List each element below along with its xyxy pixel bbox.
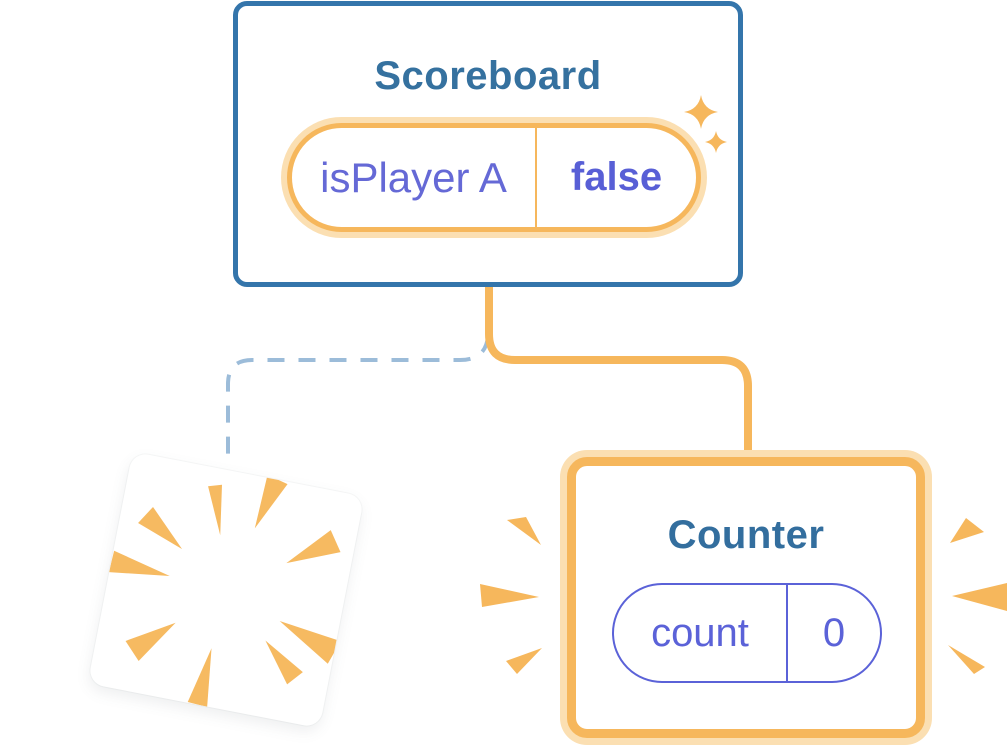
burst-ray [208, 484, 222, 536]
destroyed-component-card [87, 451, 365, 729]
burst-ray [286, 530, 341, 564]
burst-ray [187, 648, 212, 707]
state-value: 0 [822, 610, 846, 655]
counter-title: Counter [667, 513, 825, 557]
burst-ray [279, 621, 341, 664]
burst-ray [125, 622, 176, 662]
scoreboard-card: Scoreboard isPlayer A false [233, 1, 743, 287]
state-key: isPlayer A [320, 153, 507, 201]
dashed-connector-line [226, 335, 490, 462]
pill-divider [535, 128, 537, 227]
burst-icon [480, 517, 542, 674]
counter-state-pill: count 0 [612, 583, 882, 683]
pill-divider [786, 585, 788, 681]
sparkle-icon [684, 95, 727, 153]
counter-card: Counter count 0 [567, 457, 925, 738]
orange-connector-line [485, 286, 752, 458]
burst-ray [254, 474, 288, 529]
burst-ray [108, 550, 170, 577]
burst-icon [108, 474, 341, 707]
state-value: false [570, 155, 663, 199]
state-key: count [651, 610, 749, 655]
scoreboard-state-pill: isPlayer A false [287, 123, 701, 232]
burst-ray [265, 640, 303, 685]
burst-ray [138, 506, 183, 550]
scoreboard-title: Scoreboard [374, 54, 602, 98]
burst-icon [948, 518, 1007, 674]
